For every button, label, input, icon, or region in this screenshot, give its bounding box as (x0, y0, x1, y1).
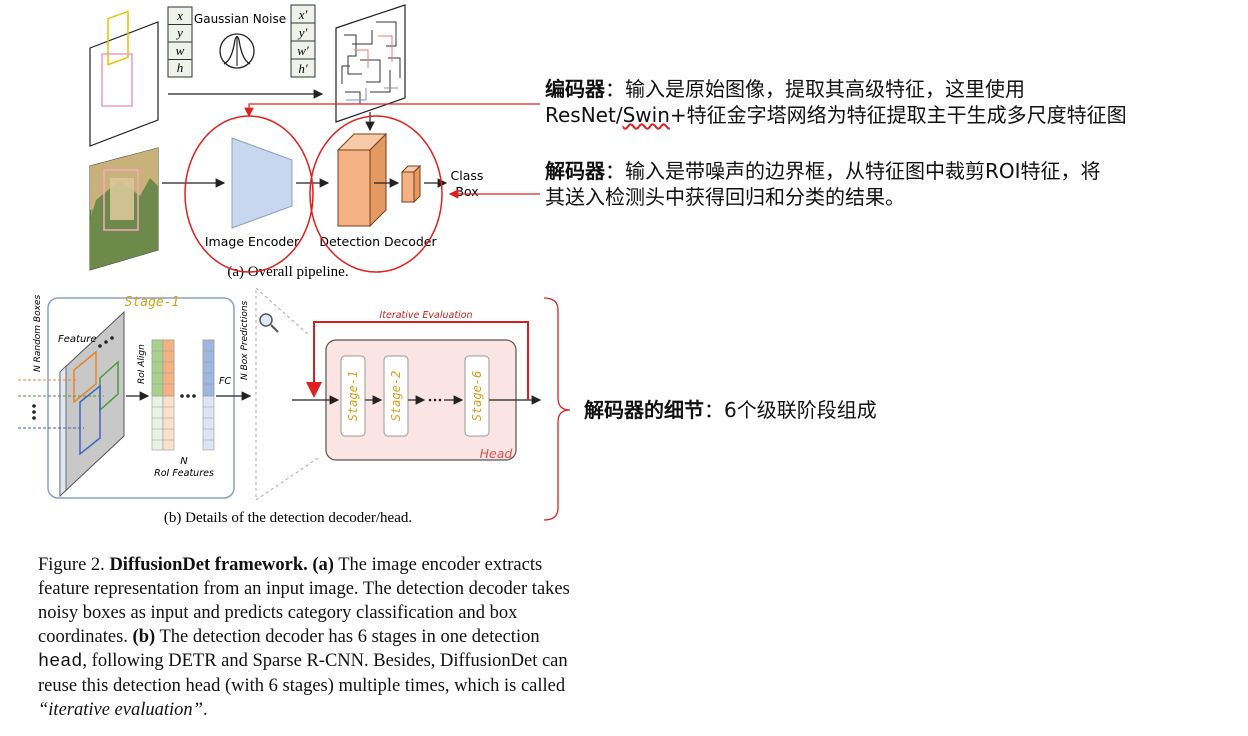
caption-text-2: The detection decoder has 6 stages in on… (155, 627, 540, 647)
decoder-note-line1: ：输入是带噪声的边界框，从特征图中裁剪ROI特征，将 (605, 159, 1101, 183)
encoder-note: 编码器：输入是原始图像，提取其高级特征，这里使用 ResNet/Swin+特征金… (545, 76, 1245, 128)
noisy-var-y: y′ (297, 25, 308, 40)
encoder-note-line1: ：输入是原始图像，提取其高级特征，这里使用 (605, 77, 1025, 101)
iterative-evaluation-label: Iterative Evaluation (379, 310, 472, 321)
random-boxes-label: N Random Boxes (33, 295, 43, 372)
decoder-note-title: 解码器 (545, 159, 605, 183)
caption-part-b: (b) (132, 627, 156, 647)
noisy-box-vars: x′ y′ w′ h′ (290, 4, 316, 78)
feature-map (59, 310, 125, 498)
box-label: Box (455, 184, 478, 199)
caption-text-1: The image encoder extracts feature repre… (38, 555, 570, 647)
caption-b: (b) Details of the detection decoder/hea… (164, 510, 412, 526)
caption-text-4: . (202, 700, 208, 720)
decoder-highlight-ellipse (309, 115, 443, 273)
decoder-note: 解码器：输入是带噪声的边界框，从特征图中裁剪ROI特征，将 其送入检测头中获得回… (545, 158, 1245, 210)
var-y: y (175, 25, 183, 40)
noisy-var-x: x′ (298, 7, 308, 22)
n-box-predictions-label: N Box Predictions (240, 300, 250, 380)
roi-align-label: RoI Align (137, 344, 147, 384)
class-label: Class (451, 168, 484, 183)
head-stage-1: Stage-1 (346, 371, 360, 422)
fc-label: FC (219, 376, 231, 387)
var-x: x (176, 8, 183, 23)
detail-brace (543, 297, 571, 521)
caption-fig-label: Figure 2. (38, 555, 110, 575)
head-label: Head (480, 446, 513, 461)
head-stage-2: Stage-2 (389, 371, 403, 422)
noisy-box-frame (335, 4, 406, 123)
caption-part-a: (a) (307, 555, 334, 575)
encoder-note-line2b: Swin (622, 103, 670, 127)
var-w: w (176, 43, 185, 58)
box-vars: x y w h (167, 6, 193, 78)
image-encoder-shape (231, 137, 293, 229)
decoder-details: Stage-1 N Random Boxes Feature RoI Align (18, 287, 571, 526)
input-image (89, 147, 159, 271)
head-stage-6: Stage-6 (470, 371, 484, 422)
input-box-frame (89, 10, 159, 147)
noisy-var-h: h′ (298, 61, 308, 76)
gaussian-noise-label: Gaussian Noise (194, 12, 286, 26)
detection-decoder-label: Detection Decoder (319, 234, 437, 249)
var-h: h (177, 60, 184, 75)
image-encoder-label: Image Encoder (205, 234, 300, 249)
caption-head-word: head (38, 651, 83, 672)
encoder-note-line2c: +特征金字塔网络为特征提取主干生成多尺度特征图 (669, 103, 1127, 127)
stage1-title: Stage-1 (125, 295, 180, 310)
detail-note-text: ：6个级联阶段组成 (704, 398, 877, 422)
caption-text-3: , following DETR and Sparse R-CNN. Besid… (38, 651, 568, 696)
encoder-note-line2a: ResNet/ (545, 103, 623, 127)
caption-italic: “iterative evaluation” (38, 700, 203, 720)
encoder-callout-line (244, 103, 540, 118)
roi-features-label: RoI Features (154, 468, 214, 479)
encoder-note-title: 编码器 (545, 77, 605, 101)
caption-a: (a) Overall pipeline. (227, 264, 348, 280)
iterative-loop (306, 321, 529, 400)
gaussian-icon (219, 33, 255, 69)
detail-note-title: 解码器的细节 (584, 398, 704, 422)
detection-decoder-shape (336, 132, 388, 228)
feature-label: Feature (58, 334, 97, 345)
overall-pipeline: x y w h Gaussian Noise x′ y′ w′ h′ (89, 4, 540, 280)
figure-caption: Figure 2. DiffusionDet framework. (a) Th… (38, 553, 578, 722)
caption-fig-title: DiffusionDet framework. (109, 555, 308, 575)
n-label: N (180, 456, 188, 467)
noisy-var-w: w′ (297, 43, 309, 58)
detail-note: 解码器的细节：6个级联阶段组成 (584, 397, 1184, 423)
roi-feature-columns (151, 339, 215, 451)
magnifier-icon (259, 313, 279, 333)
head-block (400, 164, 422, 204)
decoder-note-line2: 其送入检测头中获得回归和分类的结果。 (545, 185, 905, 209)
